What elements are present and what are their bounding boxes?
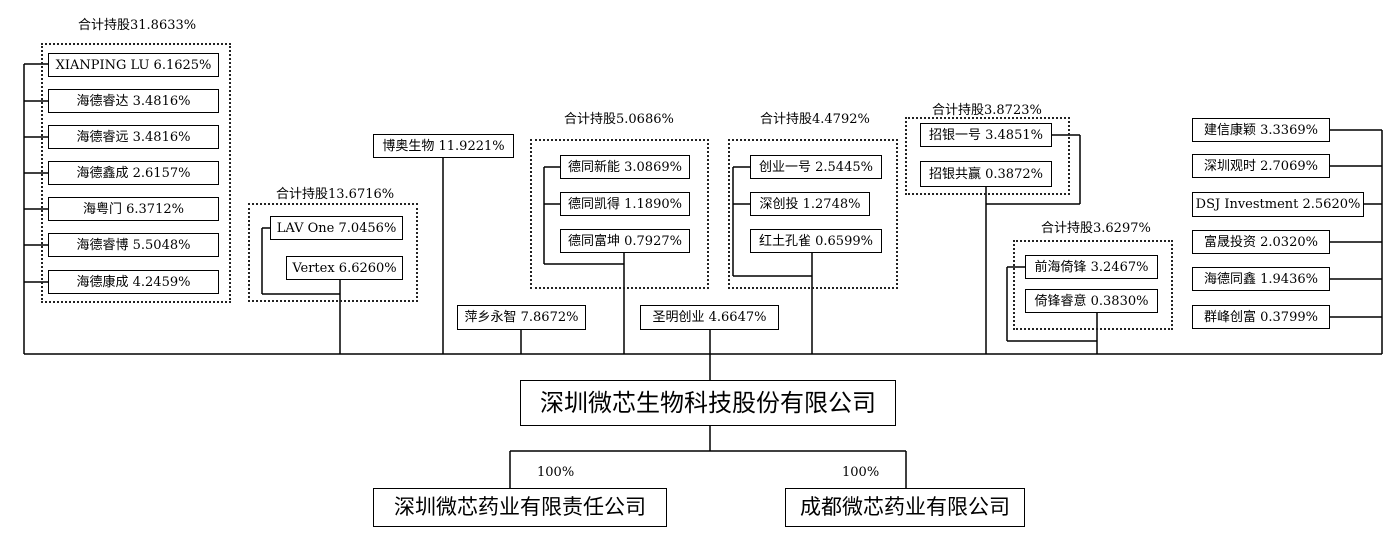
- group-frame-1: [41, 43, 231, 303]
- shareholder-haide-ruida: 海德睿达 3.4816%: [48, 89, 219, 113]
- subsidiary-chengdu: 成都微芯药业有限公司: [785, 488, 1025, 527]
- shareholder-hongtu-kongque: 红土孔雀 0.6599%: [750, 229, 882, 253]
- shareholder-jianxin-kangying: 建信康颖 3.3369%: [1192, 118, 1330, 142]
- group-frame-4: [728, 139, 898, 289]
- subsidiary-pct-2: 100%: [842, 465, 880, 480]
- shareholder-chuangye-yihao: 创业一号 2.5445%: [750, 155, 882, 179]
- shareholder-haide-kangcheng: 海德康成 4.2459%: [48, 270, 219, 294]
- group-label-3: 合计持股5.0686%: [564, 112, 674, 127]
- group-label-2: 合计持股13.6716%: [276, 187, 395, 202]
- shareholder-qianhai-yifeng: 前海倚锋 3.2467%: [1025, 255, 1158, 279]
- shareholder-qunfeng: 群峰创富 0.3799%: [1192, 305, 1330, 329]
- shareholder-xianping-lu: XIANPING LU 6.1625%: [48, 53, 219, 77]
- shareholder-haide-ruiyuan: 海德睿远 3.4816%: [48, 125, 219, 149]
- subsidiary-pct-1: 100%: [537, 465, 575, 480]
- group-frame-3: [530, 139, 709, 289]
- group-frame-6: [1013, 240, 1173, 330]
- group-frame-2: [248, 203, 418, 302]
- shareholder-yifeng-ruiyi: 倚锋睿意 0.3830%: [1025, 289, 1158, 313]
- main-company: 深圳微芯生物科技股份有限公司: [520, 380, 896, 426]
- group-frame-5: [905, 117, 1070, 195]
- shareholder-haiyuemen: 海粤门 6.3712%: [48, 197, 219, 221]
- shareholder-haide-tongxin: 海德同鑫 1.9436%: [1192, 267, 1330, 291]
- shareholder-haide-ruibo: 海德睿博 5.5048%: [48, 233, 219, 257]
- shareholder-shengming: 圣明创业 4.6647%: [640, 305, 779, 330]
- shareholder-zhaoyin-gongying: 招银共赢 0.3872%: [920, 161, 1052, 187]
- shareholder-detong-fukun: 德同富坤 0.7927%: [560, 229, 690, 253]
- shareholder-fusheng: 富晟投资 2.0320%: [1192, 230, 1330, 254]
- shareholder-detong-kaide: 德同凯得 1.1890%: [560, 192, 690, 216]
- shareholder-shenchuangtou: 深创投 1.2748%: [750, 192, 870, 216]
- shareholder-detong-xinneng: 德同新能 3.0869%: [560, 155, 690, 179]
- shareholder-zhaoyin-yihao: 招银一号 3.4851%: [920, 123, 1052, 147]
- group-label-4: 合计持股4.4792%: [760, 112, 870, 127]
- shareholder-shenzhen-guanshi: 深圳观时 2.7069%: [1192, 154, 1330, 178]
- group-label-1: 合计持股31.8633%: [78, 18, 197, 33]
- group-label-5: 合计持股3.8723%: [932, 103, 1042, 118]
- shareholder-boao: 博奥生物 11.9221%: [373, 134, 514, 158]
- shareholder-haide-xincheng: 海德鑫成 2.6157%: [48, 161, 219, 185]
- group-label-6: 合计持股3.6297%: [1041, 221, 1151, 236]
- shareholder-lav-one: LAV One 7.0456%: [270, 216, 403, 240]
- shareholder-vertex: Vertex 6.6260%: [286, 256, 403, 280]
- subsidiary-shenzhen: 深圳微芯药业有限责任公司: [373, 488, 667, 527]
- shareholder-dsj-investment: DSJ Investment 2.5620%: [1192, 192, 1364, 217]
- shareholder-pingxiang: 萍乡永智 7.8672%: [457, 305, 586, 330]
